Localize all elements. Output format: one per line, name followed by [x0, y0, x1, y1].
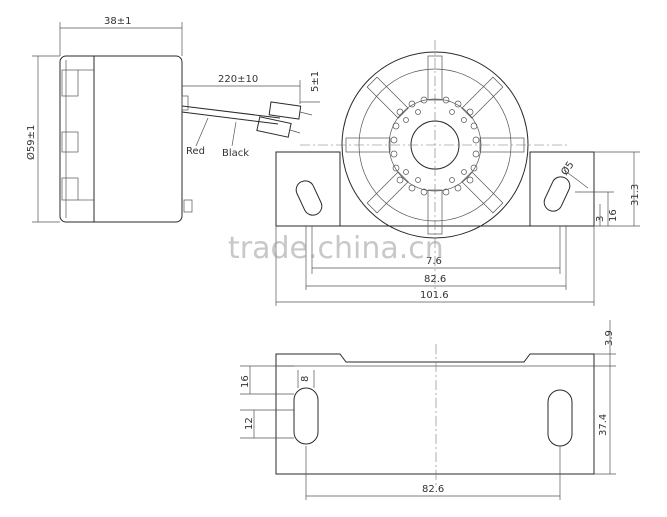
dim-height-16: 16	[608, 209, 619, 222]
dim-strip-length: 5±1	[310, 71, 321, 92]
dim-bottom-12: 12	[244, 417, 255, 430]
dim-width-inner: 7.6	[426, 256, 442, 267]
dim-bottom-8: 8	[300, 376, 311, 382]
dim-side-width: 38±1	[104, 16, 131, 27]
dim-width-1016: 101.6	[420, 290, 449, 301]
dim-bottom-374: 37.4	[598, 414, 609, 436]
dim-bottom-16: 16	[240, 375, 251, 388]
dim-diameter: Ø59±1	[25, 125, 37, 160]
front-view: 31.3 16 3 Ø5 7.6 82.6 101.6	[275, 40, 641, 306]
watermark-logo: trade.china.cn	[228, 231, 444, 266]
wire-label-black: Black	[222, 148, 249, 159]
dim-lead-length: 220±10	[218, 74, 258, 85]
wire-label-red: Red	[186, 146, 205, 157]
dim-bottom-39: 3.9	[604, 330, 615, 346]
bottom-view: 16 12 8 3.9 37.4 82.6	[240, 320, 616, 500]
dim-hole-dia: Ø5	[559, 159, 577, 178]
dim-bottom-826: 82.6	[422, 484, 444, 495]
grille-holes	[390, 96, 480, 196]
wire-leads: 220±10 5±1 Red Black	[181, 71, 321, 159]
side-view: 38±1 Ø59±1	[25, 16, 193, 223]
dim-width-826: 82.6	[424, 274, 446, 285]
dim-height-31: 31.3	[630, 184, 641, 206]
dim-height-3: 3	[595, 216, 606, 222]
